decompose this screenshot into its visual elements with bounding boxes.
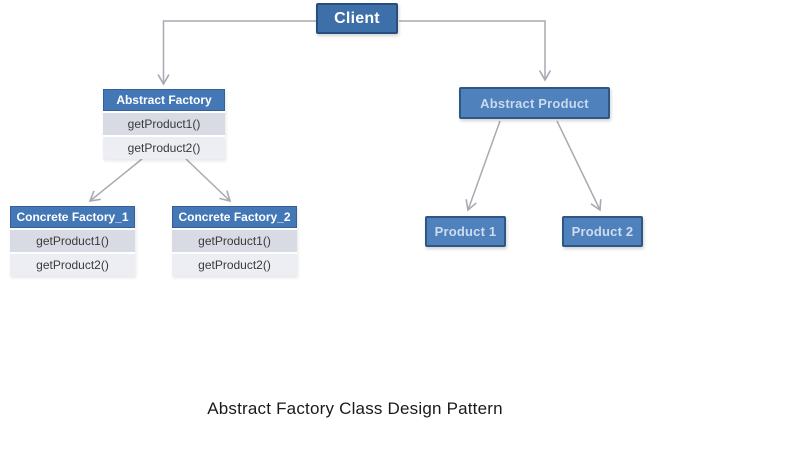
diagram-caption: Abstract Factory Class Design Pattern bbox=[207, 399, 503, 418]
client-to-abstract-factory-connector bbox=[157, 20, 316, 86]
concrete-factory-2-class: Concrete Factory_2 getProduct1() getProd… bbox=[172, 206, 297, 276]
concrete-factory-2-method-2: getProduct2() bbox=[172, 254, 297, 276]
abstract-factory-method-1: getProduct1() bbox=[103, 113, 225, 135]
abstract-factory-to-concrete-factory-1-connector bbox=[88, 158, 143, 203]
product-2-node: Product 2 bbox=[562, 216, 643, 247]
client-node: Client bbox=[316, 3, 398, 34]
abstract-factory-title: Abstract Factory bbox=[103, 89, 225, 111]
product-1-node: Product 1 bbox=[425, 216, 506, 247]
abstract-product-node-label: Abstract Product bbox=[480, 95, 589, 111]
abstract-product-to-product-2-connector bbox=[556, 120, 602, 212]
abstract-factory-to-concrete-factory-2-connector bbox=[185, 158, 232, 203]
concrete-factory-1-title: Concrete Factory_1 bbox=[10, 206, 135, 228]
client-node-label: Client bbox=[334, 9, 380, 27]
abstract-product-node: Abstract Product bbox=[459, 87, 610, 119]
concrete-factory-1-method-1: getProduct1() bbox=[10, 230, 135, 252]
concrete-factory-1-method-2: getProduct2() bbox=[10, 254, 135, 276]
abstract-factory-class: Abstract Factory getProduct1() getProduc… bbox=[103, 89, 225, 159]
concrete-factory-2-method-1: getProduct1() bbox=[172, 230, 297, 252]
abstract-factory-method-2: getProduct2() bbox=[103, 137, 225, 159]
concrete-factory-2-title: Concrete Factory_2 bbox=[172, 206, 297, 228]
product-1-node-label: Product 1 bbox=[434, 224, 497, 239]
product-2-node-label: Product 2 bbox=[571, 224, 634, 239]
abstract-product-to-product-1-connector bbox=[465, 120, 501, 212]
concrete-factory-1-class: Concrete Factory_1 getProduct1() getProd… bbox=[10, 206, 135, 276]
client-to-abstract-product-connector bbox=[399, 20, 552, 82]
